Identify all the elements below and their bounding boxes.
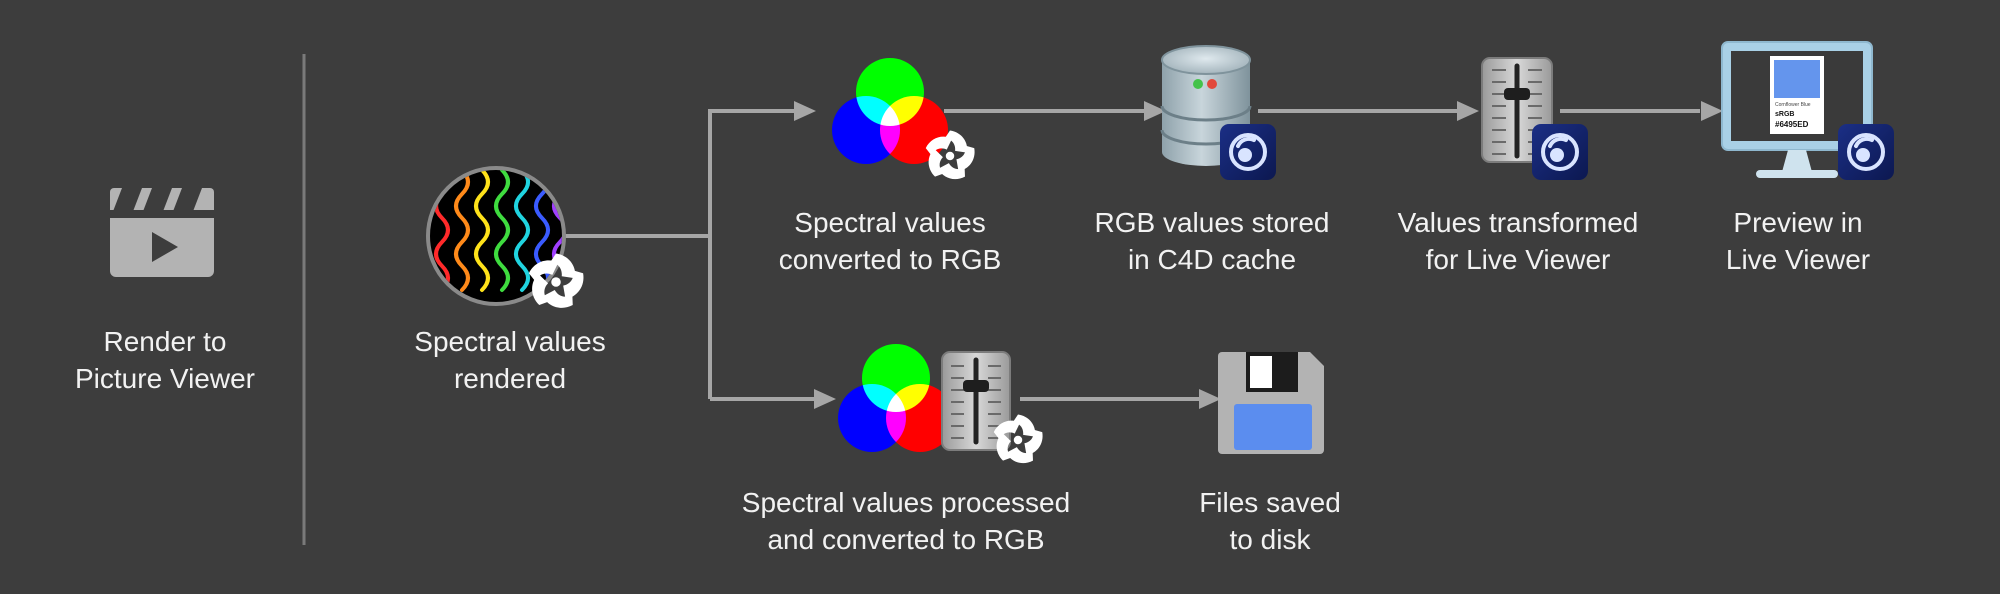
swatch-space: sRGB [1775, 111, 1794, 118]
label-line: Render to [103, 326, 227, 357]
label-processed-and-converted: Spectral values processed and converted … [742, 484, 1070, 558]
label-render-to-picture-viewer: Render to Picture Viewer [75, 323, 255, 397]
flow-connectors [562, 109, 1700, 401]
rgb-circles-with-fader-icon [838, 344, 1011, 452]
label-line: RGB values stored [1094, 207, 1330, 238]
label-files-saved-to-disk: Files saved to disk [1199, 484, 1341, 558]
floppy-disk-icon [1218, 352, 1324, 454]
color-swatch-card: Cornflower Blue sRGB #6495ED [1770, 56, 1824, 134]
flow-arrowheads [794, 101, 1723, 409]
label-line: Spectral values [414, 326, 606, 357]
label-line: to disk [1229, 524, 1311, 555]
cinema4d-logo-icon [1836, 122, 1896, 182]
label-line: Values transformed [1397, 207, 1639, 238]
label-converted-to-rgb: Spectral values converted to RGB [779, 204, 1002, 278]
label-spectral-values-rendered: Spectral values rendered [414, 323, 605, 397]
label-line: Spectral values [794, 207, 986, 238]
label-line: converted to RGB [778, 244, 1002, 275]
label-line: in C4D cache [1127, 244, 1297, 275]
label-transformed-for-live-viewer: Values transformed for Live Viewer [1398, 204, 1639, 278]
label-line: Files saved [1199, 487, 1341, 518]
cinema4d-logo-icon [1530, 122, 1590, 182]
label-line: Live Viewer [1725, 244, 1871, 275]
label-line: Spectral values processed [741, 487, 1071, 518]
label-line: rendered [453, 363, 567, 394]
color-swatch [1774, 60, 1820, 98]
label-preview-in-live-viewer: Preview in Live Viewer [1726, 204, 1870, 278]
spectral-waves-sphere-icon [426, 166, 566, 306]
swatch-name: Cornflower Blue [1775, 102, 1811, 108]
label-line: Preview in [1733, 207, 1863, 238]
label-line: and converted to RGB [767, 524, 1045, 555]
label-stored-in-c4d-cache: RGB values stored in C4D cache [1095, 204, 1330, 278]
swatch-hex: #6495ED [1775, 120, 1809, 129]
label-line: for Live Viewer [1425, 244, 1611, 275]
cinema4d-logo-icon [1218, 122, 1278, 182]
label-line: Picture Viewer [74, 363, 256, 394]
clapperboard-play-icon [110, 188, 214, 277]
